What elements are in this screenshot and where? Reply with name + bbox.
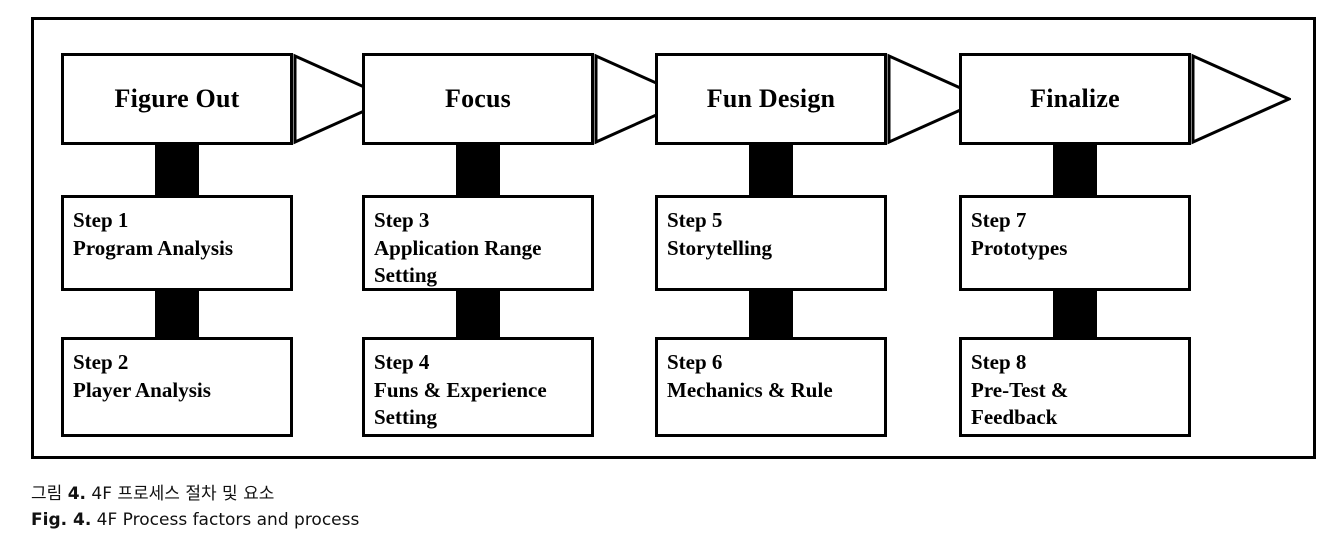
step-box-1[interactable]: Step 1 Program Analysis <box>61 195 293 291</box>
caption-korean-number: 4. <box>67 484 86 504</box>
step-line: Step 3 <box>374 208 430 232</box>
connector-col1-header-to-step1 <box>155 143 199 197</box>
phase-label: Figure Out <box>114 84 240 113</box>
phase-label: Focus <box>445 84 511 113</box>
phase-label: Finalize <box>1030 84 1120 113</box>
phase-header-fun-design[interactable]: Fun Design <box>655 53 887 145</box>
step-line: Step 2 <box>73 350 129 374</box>
arrow-head-4 <box>1191 53 1291 145</box>
caption-korean-prefix: 그림 <box>31 484 68 504</box>
step-line: Storytelling <box>667 235 772 260</box>
arrow-head-1 <box>293 53 393 145</box>
connector-col3-header-to-step5 <box>749 143 793 197</box>
arrow-head-triangle-icon <box>1191 53 1291 145</box>
step-box-4[interactable]: Step 4 Funs & Experience Setting <box>362 337 594 437</box>
step-box-3[interactable]: Step 3 Application Range Setting <box>362 195 594 291</box>
caption-line-english: Fig. 4. 4F Process factors and process <box>31 507 931 533</box>
step-line: Prototypes <box>971 235 1068 260</box>
connector-col1-step1-to-step2 <box>155 289 199 339</box>
step-line: Mechanics & Rule <box>667 377 833 402</box>
step-box-6[interactable]: Step 6 Mechanics & Rule <box>655 337 887 437</box>
phase-header-focus[interactable]: Focus <box>362 53 594 145</box>
phase-header-figure-out[interactable]: Figure Out <box>61 53 293 145</box>
figure-caption: 그림 4. 4F 프로세스 절차 및 요소 Fig. 4. 4F Process… <box>31 481 931 534</box>
step-line: Setting <box>374 263 437 288</box>
step-line: Funs & Experience <box>374 377 547 402</box>
phase-header-finalize[interactable]: Finalize <box>959 53 1191 145</box>
connector-col3-step5-to-step6 <box>749 289 793 339</box>
step-line: Pre-Test & <box>971 377 1069 402</box>
caption-korean-text: 4F 프로세스 절차 및 요소 <box>85 484 275 504</box>
step-box-2[interactable]: Step 2 Player Analysis <box>61 337 293 437</box>
step-line: Step 4 <box>374 350 430 374</box>
connector-col4-header-to-step7 <box>1053 143 1097 197</box>
arrow-head-triangle-icon <box>594 53 694 145</box>
arrow-head-3 <box>887 53 987 145</box>
caption-english-prefix: Fig. 4. <box>31 510 92 531</box>
step-line: Player Analysis <box>73 377 211 402</box>
caption-english-text: 4F Process factors and process <box>91 510 360 531</box>
process-flow-stage: Figure Out Step 1 Program Analysis Step … <box>31 17 1316 459</box>
step-box-5[interactable]: Step 5 Storytelling <box>655 195 887 291</box>
connector-col4-step7-to-step8 <box>1053 289 1097 339</box>
arrow-head-2 <box>594 53 694 145</box>
step-line: Step 6 <box>667 350 723 374</box>
step-line: Setting <box>374 405 437 430</box>
connector-col2-header-to-step3 <box>456 143 500 197</box>
step-line: Application Range <box>374 235 542 260</box>
caption-line-korean: 그림 4. 4F 프로세스 절차 및 요소 <box>31 481 931 507</box>
connector-col2-step3-to-step4 <box>456 289 500 339</box>
step-line: Step 8 <box>971 350 1027 374</box>
arrow-head-triangle-icon <box>887 53 987 145</box>
phase-label: Fun Design <box>706 84 836 113</box>
step-line: Feedback <box>971 405 1058 430</box>
step-box-7[interactable]: Step 7 Prototypes <box>959 195 1191 291</box>
step-line: Step 1 <box>73 208 129 232</box>
step-line: Program Analysis <box>73 235 234 260</box>
arrow-head-triangle-icon <box>293 53 393 145</box>
step-box-8[interactable]: Step 8 Pre-Test & Feedback <box>959 337 1191 437</box>
step-line: Step 5 <box>667 208 723 232</box>
step-line: Step 7 <box>971 208 1027 232</box>
